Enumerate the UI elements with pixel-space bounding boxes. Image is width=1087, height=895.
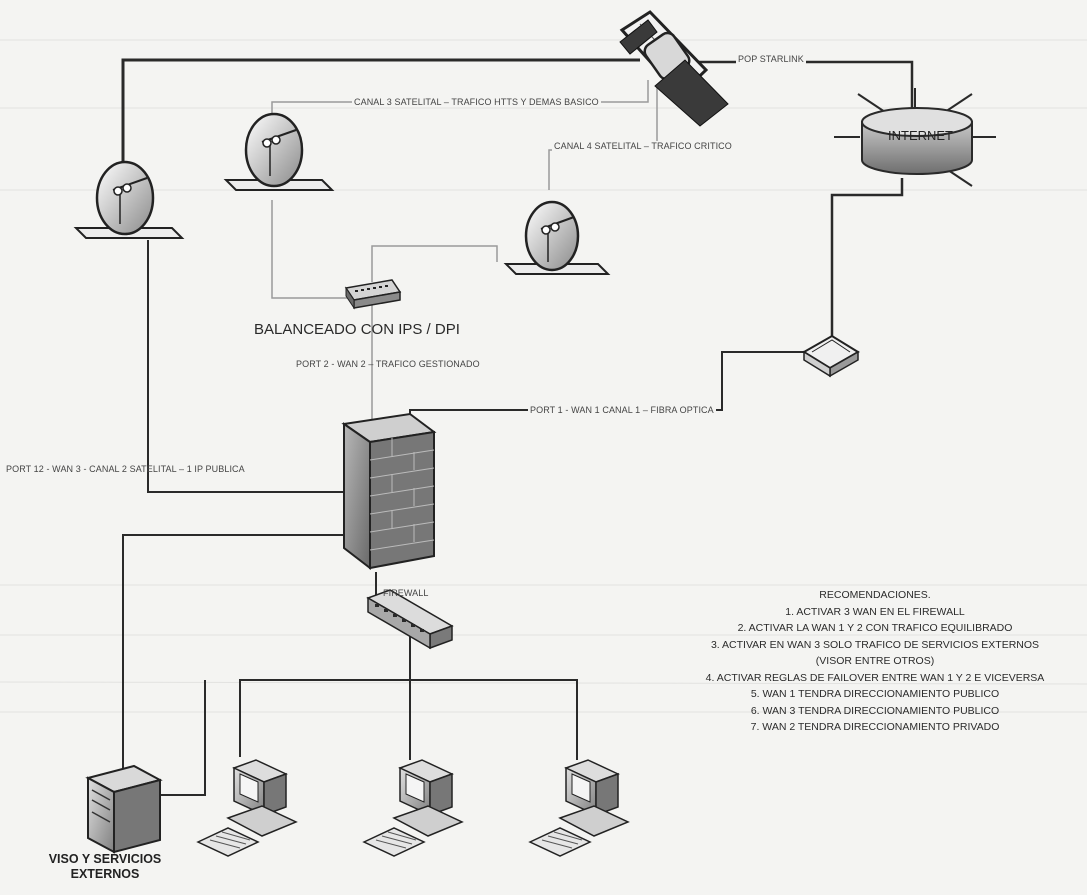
workstation-1-icon (198, 760, 296, 856)
link-dish1-satellite (123, 60, 640, 172)
internet-label: INTERNET (888, 128, 953, 143)
port12-label: PORT 12 - WAN 3 - CANAL 2 SATELITAL – 1 … (6, 464, 245, 474)
recommendation-item: 5. WAN 1 TENDRA DIRECCIONAMIENTO PUBLICO (655, 686, 1087, 703)
canal4-label: CANAL 4 SATELITAL – TRAFICO CRITICO (552, 141, 734, 151)
workstation-3-icon (530, 760, 628, 856)
satellite-icon (620, 12, 728, 126)
recommendation-item: 1. ACTIVAR 3 WAN EN EL FIREWALL (655, 604, 1087, 621)
recommendation-item: 4. ACTIVAR REGLAS DE FAILOVER ENTRE WAN … (655, 670, 1087, 687)
canal3-label: CANAL 3 SATELITAL – TRAFICO HTTS Y DEMAS… (352, 97, 601, 107)
recommendation-item: 6. WAN 3 TENDRA DIRECCIONAMIENTO PUBLICO (655, 703, 1087, 720)
link-bus (240, 680, 577, 760)
satellite-dish-2-icon (226, 114, 332, 190)
port1-label: PORT 1 - WAN 1 CANAL 1 – FIBRA OPTICA (528, 405, 716, 415)
recommendations-block: RECOMENDACIONES. 1. ACTIVAR 3 WAN EN EL … (655, 587, 1087, 736)
pop-starlink-label: POP STARLINK (736, 54, 806, 64)
viso-label: VISO Y SERVICIOS EXTERNOS (40, 852, 170, 882)
balanceado-label: BALANCEADO CON IPS / DPI (254, 321, 460, 338)
recommendation-item: (VISOR ENTRE OTROS) (655, 653, 1087, 670)
link-dish2-balancer (272, 200, 352, 298)
recommendation-item: 2. ACTIVAR LA WAN 1 Y 2 CON TRAFICO EQUI… (655, 620, 1087, 637)
recommendation-item: 3. ACTIVAR EN WAN 3 SOLO TRAFICO DE SERV… (655, 637, 1087, 654)
recommendations-title: RECOMENDACIONES. (655, 587, 1087, 604)
server-icon (88, 766, 160, 852)
port2-label: PORT 2 - WAN 2 – TRAFICO GESTIONADO (296, 359, 480, 369)
recommendation-item: 7. WAN 2 TENDRA DIRECCIONAMIENTO PRIVADO (655, 719, 1087, 736)
firewall-label: FIREWALL (383, 588, 428, 598)
link-firewall-server (123, 535, 364, 770)
router-icon (804, 336, 858, 376)
load-balancer-icon (346, 280, 400, 308)
link-dish3-balancer (372, 246, 497, 282)
satellite-dish-3-icon (506, 202, 608, 274)
satellite-dish-1-icon (76, 162, 182, 238)
link-internet-router (832, 178, 902, 350)
workstation-2-icon (364, 760, 462, 856)
viso-label-line2: EXTERNOS (40, 867, 170, 882)
viso-label-line1: VISO Y SERVICIOS (40, 852, 170, 867)
firewall-icon (344, 414, 434, 568)
link-bus-server (160, 680, 205, 795)
